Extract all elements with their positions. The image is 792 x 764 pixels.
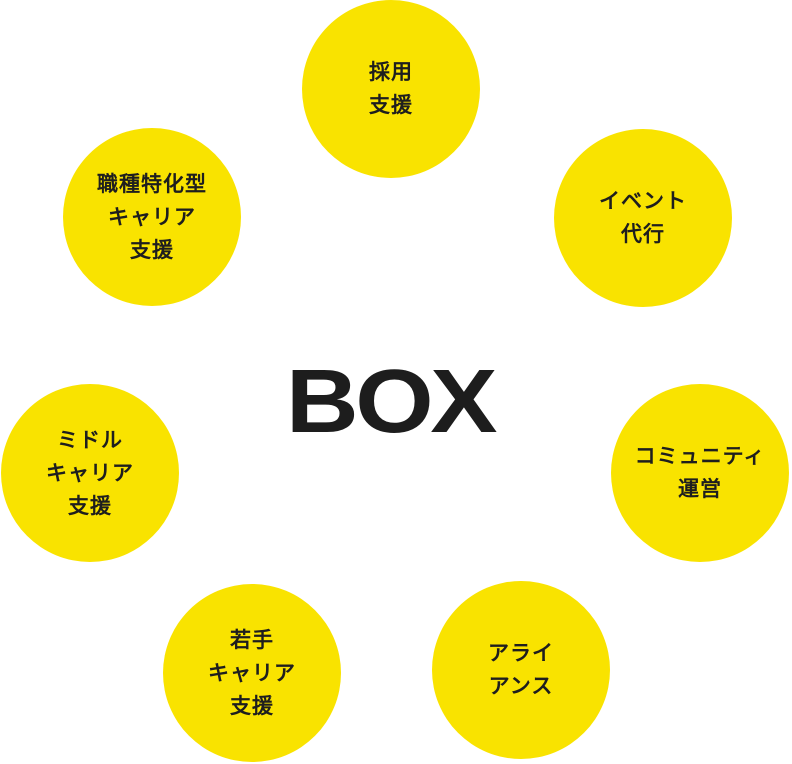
label-line: アライ (488, 641, 554, 665)
label-line: 運営 (678, 477, 722, 501)
service-specialized-career-support: 職種特化型 キャリア 支援 (63, 128, 241, 306)
service-event-agency: イベント 代行 (554, 129, 732, 307)
service-recruitment-support: 採用 支援 (302, 0, 480, 178)
label-line: コミュニティ (634, 444, 766, 468)
label-line: イベント (599, 189, 687, 213)
label-line: 支援 (369, 93, 413, 117)
label-line: 若手 (230, 627, 274, 652)
label-line: キャリア (208, 660, 296, 685)
box-logo: BOX (285, 351, 498, 452)
service-middle-career-support: ミドル キャリア 支援 (1, 384, 179, 562)
label-line: 代行 (621, 222, 665, 246)
service-alliance: アライ アンス (432, 581, 610, 759)
label-line: ミドル (57, 427, 123, 452)
label-line: 支援 (230, 693, 274, 718)
label-line: キャリア (108, 204, 196, 229)
label-line: 支援 (130, 237, 174, 262)
service-young-career-support: 若手 キャリア 支援 (163, 584, 341, 762)
label-line: 採用 (369, 60, 413, 84)
label-line: 支援 (68, 493, 112, 518)
label-line: キャリア (46, 460, 134, 485)
service-community-management: コミュニティ 運営 (611, 384, 789, 562)
label-line: 職種特化型 (97, 171, 207, 196)
label-line: アンス (488, 674, 554, 698)
